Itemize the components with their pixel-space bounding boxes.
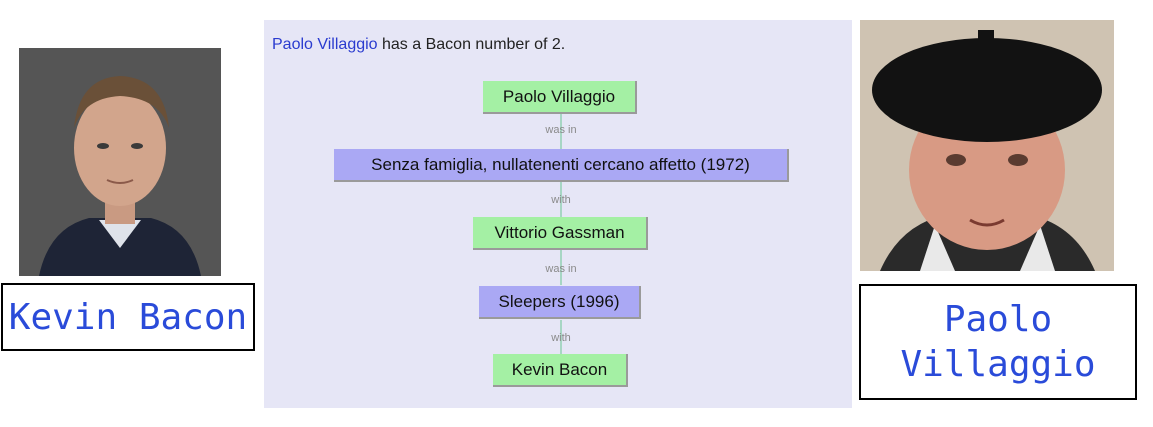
kevin-bacon-photo xyxy=(19,48,221,276)
paolo-villaggio-name: Paolo Villaggio xyxy=(900,299,1096,385)
chain-node-actor[interactable]: Vittorio Gassman xyxy=(473,217,648,250)
portrait-illustration xyxy=(19,48,221,276)
edge-label: was in xyxy=(545,263,577,275)
connector-line xyxy=(560,250,562,285)
result-headline: Paolo Villaggio has a Bacon number of 2. xyxy=(272,36,565,54)
portrait-illustration xyxy=(860,20,1114,271)
edge-label: with xyxy=(551,332,571,344)
bacon-result-panel: Paolo Villaggio has a Bacon number of 2.… xyxy=(264,20,852,408)
connector-line xyxy=(560,114,562,156)
chain-node-movie[interactable]: Senza famiglia, nullatenenti cercano aff… xyxy=(334,149,789,182)
connector-line xyxy=(560,182,562,217)
edge-label: was in xyxy=(545,124,577,136)
result-text: has a Bacon number of 2. xyxy=(377,36,566,53)
connector-line xyxy=(560,320,562,355)
kevin-bacon-name: Kevin Bacon xyxy=(8,296,248,338)
chain-node-actor[interactable]: Paolo Villaggio xyxy=(483,81,637,114)
chain-node-movie[interactable]: Sleepers (1996) xyxy=(479,286,641,319)
edge-label: with xyxy=(551,194,571,206)
chain-node-actor[interactable]: Kevin Bacon xyxy=(493,354,628,387)
kevin-bacon-caption: Kevin Bacon xyxy=(1,283,255,351)
paolo-villaggio-caption: Paolo Villaggio xyxy=(859,284,1137,400)
paolo-villaggio-photo xyxy=(860,20,1114,271)
person-link[interactable]: Paolo Villaggio xyxy=(272,36,378,53)
